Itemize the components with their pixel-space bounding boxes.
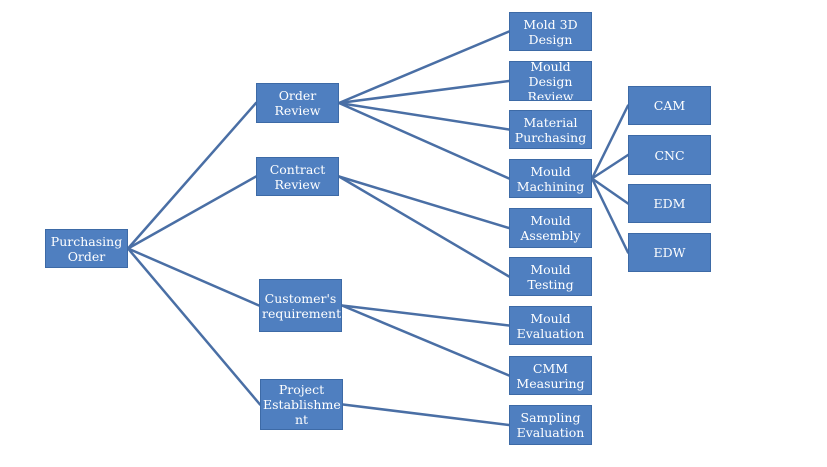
connector-purchasing_order-to-order_review bbox=[126, 101, 258, 250]
node-cam: CAM bbox=[628, 86, 711, 125]
connector-customers_requirement-to-cmm_measuring bbox=[340, 304, 511, 377]
node-customers-requirement: Customer's requirement bbox=[259, 279, 342, 332]
node-label: CMM Measuring bbox=[516, 360, 585, 391]
node-mold-3d-design: Mold 3D Design bbox=[509, 12, 592, 51]
node-label: Mould Evaluation bbox=[516, 310, 585, 341]
connector-order_review-to-mold_3d_design bbox=[337, 30, 511, 105]
connector-purchasing_order-to-customers_requirement bbox=[126, 247, 261, 307]
node-mould-evaluation: Mould Evaluation bbox=[509, 306, 592, 345]
node-mould-machining: Mould Machining bbox=[509, 159, 592, 198]
node-edm: EDM bbox=[628, 184, 711, 223]
node-sampling-evaluation: Sampling Evaluation bbox=[509, 405, 592, 445]
node-label: EDW bbox=[653, 245, 686, 260]
connector-order_review-to-mould_machining bbox=[337, 101, 511, 180]
node-label: Customer's requirement bbox=[262, 290, 342, 321]
connector-mould_machining-to-edw bbox=[590, 177, 630, 254]
connector-mould_machining-to-cam bbox=[590, 104, 630, 180]
node-label: Order Review bbox=[274, 88, 321, 118]
node-label: Mould Machining bbox=[516, 163, 585, 194]
node-label: Mould Testing bbox=[527, 261, 574, 292]
node-label: CNC bbox=[654, 147, 685, 163]
node-mould-testing: Mould Testing bbox=[509, 257, 592, 296]
node-order-review: Order Review bbox=[256, 83, 339, 123]
connector-contract_review-to-mould_assembly bbox=[337, 175, 511, 230]
node-label: CAM bbox=[653, 98, 686, 113]
node-purchasing-order: Purchasing Order bbox=[45, 229, 128, 268]
node-label: EDM bbox=[653, 196, 686, 211]
connector-contract_review-to-mould_testing bbox=[337, 175, 511, 278]
node-label: Mould Design Review bbox=[527, 61, 574, 101]
node-label: Mold 3D Design bbox=[523, 16, 578, 47]
node-material-purchasing: Material Purchasing bbox=[509, 110, 592, 149]
connector-project_establishment-to-sampling_evaluation bbox=[341, 403, 511, 427]
connector-customers_requirement-to-mould_evaluation bbox=[340, 304, 511, 327]
node-contract-review: Contract Review bbox=[256, 157, 339, 196]
connector-order_review-to-material_purchasing bbox=[337, 101, 511, 131]
node-edw: EDW bbox=[628, 233, 711, 272]
node-label: Mould Assembly bbox=[520, 213, 581, 243]
connector-purchasing_order-to-contract_review bbox=[126, 175, 258, 250]
connector-order_review-to-mould_design_review bbox=[337, 79, 511, 105]
node-cnc: CNC bbox=[628, 135, 711, 175]
connector-purchasing_order-to-project_establishment bbox=[126, 247, 262, 406]
node-label: Sampling Evaluation bbox=[516, 410, 585, 440]
node-project-establishment: Project Establishme nt bbox=[260, 379, 343, 430]
node-mould-assembly: Mould Assembly bbox=[509, 208, 592, 248]
node-label: Purchasing Order bbox=[50, 233, 123, 264]
node-label: Material Purchasing bbox=[514, 114, 587, 145]
node-cmm-measuring: CMM Measuring bbox=[509, 356, 592, 395]
connector-mould_machining-to-edm bbox=[590, 177, 630, 205]
connector-mould_machining-to-cnc bbox=[590, 153, 630, 180]
node-label: Contract Review bbox=[269, 161, 326, 192]
node-label: Project Establishme nt bbox=[263, 382, 341, 427]
node-mould-design-review: Mould Design Review bbox=[509, 61, 592, 101]
